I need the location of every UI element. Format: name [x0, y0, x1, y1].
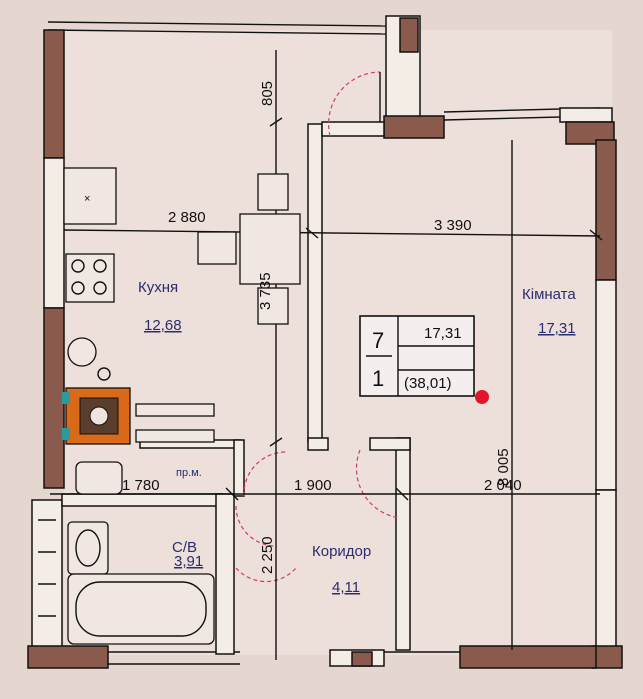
info-numerator: 7: [372, 328, 384, 353]
corridor-label: Коридор: [312, 543, 371, 560]
kitchen-furniture: ×: [62, 167, 301, 495]
bathtub-icon: [67, 573, 215, 645]
dim-3390: 3 390: [434, 217, 472, 234]
dimension-lines: [50, 50, 603, 660]
corridor-area: 4,11: [332, 579, 360, 596]
chair-top: [257, 173, 289, 211]
toilet-icon: [75, 461, 123, 495]
info-living-area: 17,31: [424, 325, 462, 342]
dim-805: 805: [259, 81, 276, 106]
left-wall: [31, 29, 65, 651]
dim-2250: 2 250: [259, 536, 276, 574]
dim-1900: 1 900: [294, 477, 332, 494]
right-wall: [591, 139, 623, 669]
room-area: 17,31: [538, 320, 576, 337]
dim-2880: 2 880: [168, 209, 206, 226]
svg-text:×: ×: [84, 193, 90, 205]
dim-3735: 3 735: [257, 272, 274, 310]
dim-1780: 1 780: [122, 477, 160, 494]
kitchen-area: 12,68: [144, 317, 182, 334]
dim-2040: 2 040: [484, 477, 522, 494]
sink-icon: [67, 337, 97, 367]
bath-label: С/В: [172, 539, 197, 556]
chair-left: [197, 231, 237, 265]
bathroom-fixtures: [38, 519, 215, 645]
chair-bottom: [257, 287, 289, 325]
bath-area: 3,91: [174, 553, 203, 570]
dim-8005: 8 005: [495, 448, 512, 486]
kitchen-label: Кухня: [138, 279, 178, 296]
room-label: Кімната: [522, 286, 576, 303]
pantry-label: пр.м.: [176, 467, 202, 479]
top-wall: [47, 21, 389, 35]
bottom-wall: [27, 645, 597, 669]
info-total-area: (38,01): [404, 375, 452, 392]
stove-icon: [65, 253, 115, 303]
balcony-wall: [383, 15, 615, 145]
info-denominator: 1: [372, 366, 384, 391]
kitchen-counter: [63, 167, 117, 225]
info-box: 7 1 17,31 (38,01): [359, 315, 475, 397]
dining-table: [239, 213, 301, 285]
location-marker: [475, 390, 489, 404]
